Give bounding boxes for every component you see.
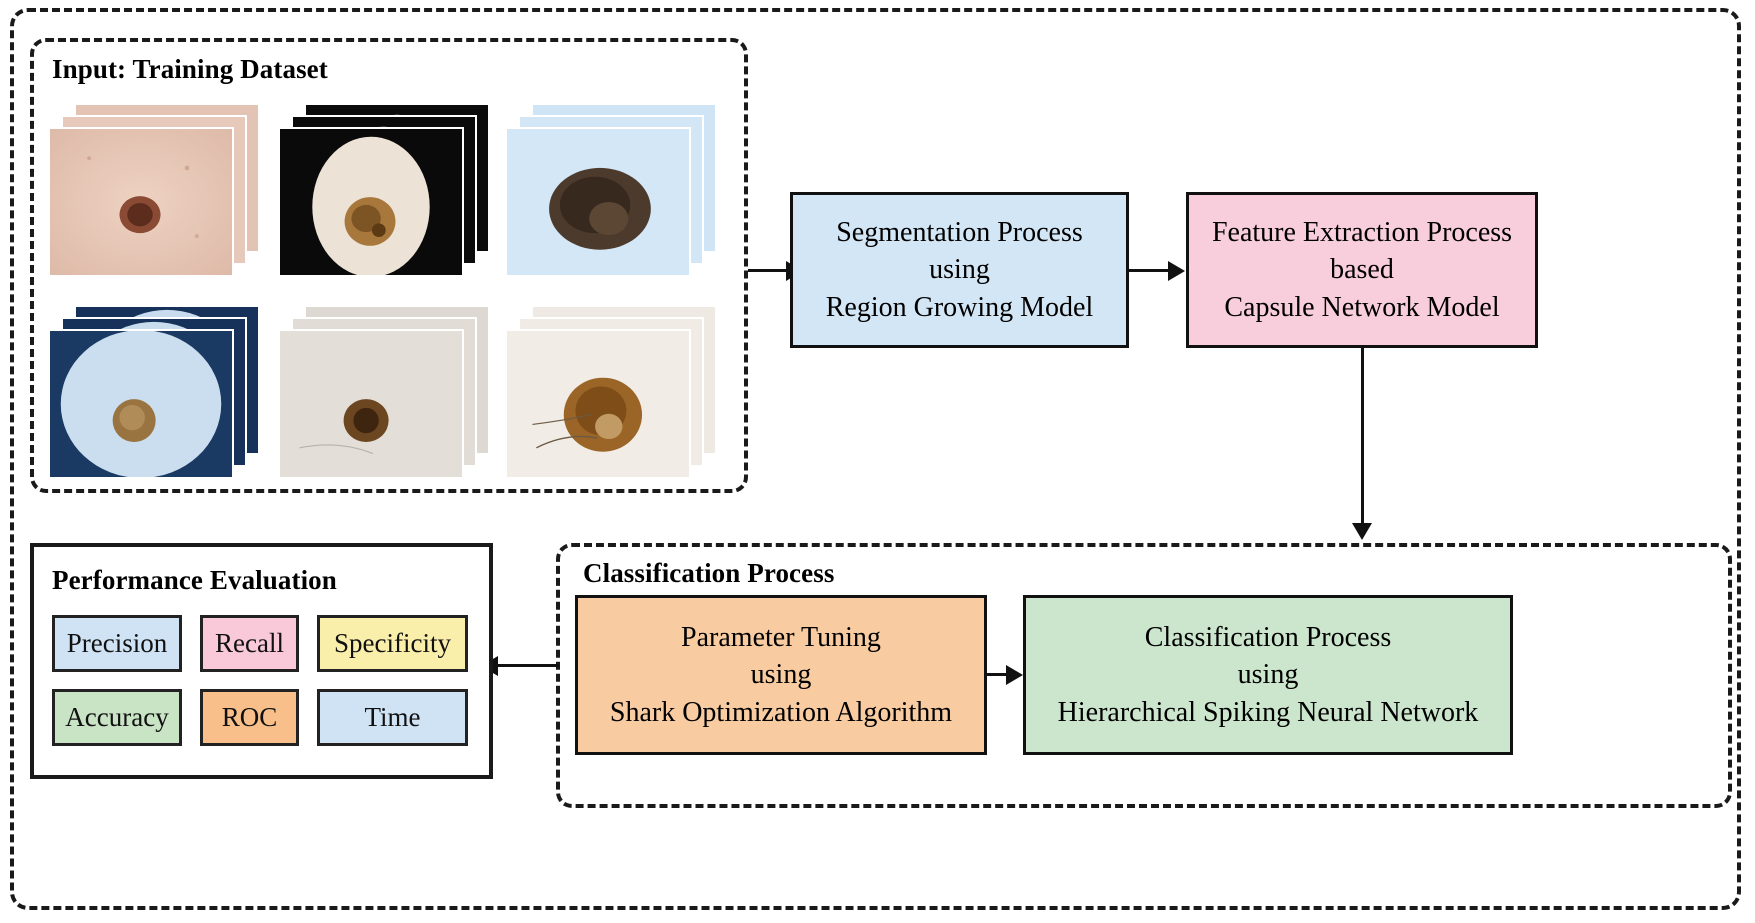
connector-classification-to-performance-line — [497, 664, 559, 667]
classify-line-1: Classification Process — [1144, 621, 1392, 653]
image-stack-2 — [278, 103, 493, 278]
lesion-thumbnail-icon — [507, 331, 689, 477]
connector-tuning-to-classify-arrow — [1006, 665, 1023, 685]
image-sheet-front — [48, 329, 234, 479]
feature-extraction-box[interactable]: Feature Extraction Process based Capsule… — [1186, 192, 1538, 348]
metric-label: Specificity — [334, 628, 451, 658]
image-sheet-front — [505, 329, 691, 479]
segmentation-line-3: Region Growing Model — [825, 291, 1094, 323]
tuning-line-2: using — [750, 659, 812, 691]
classify-line-3: Hierarchical Spiking Neural Network — [1057, 696, 1479, 728]
parameter-tuning-box[interactable]: Parameter Tuning using Shark Optimizatio… — [575, 595, 987, 755]
lesion-thumbnail-icon — [280, 331, 462, 477]
lesion-thumbnail-icon — [280, 129, 462, 275]
tuning-line-3: Shark Optimization Algorithm — [609, 696, 953, 728]
lesion-thumbnail-icon — [507, 129, 689, 275]
image-stack-1 — [48, 103, 263, 278]
metric-label: Time — [364, 702, 421, 732]
connector-segmentation-to-feature-arrow — [1168, 261, 1185, 281]
image-stack-4 — [48, 305, 263, 480]
metric-chip-roc[interactable]: ROC — [200, 689, 299, 746]
input-panel-title: Input: Training Dataset — [52, 54, 328, 84]
image-sheet-front — [505, 127, 691, 277]
connector-segmentation-to-feature-line — [1129, 269, 1171, 272]
lesion-thumbnail-icon — [50, 129, 232, 275]
feature-line-2: based — [1330, 254, 1394, 286]
performance-panel-title: Performance Evaluation — [52, 565, 337, 595]
segmentation-line-2: using — [929, 254, 990, 286]
metric-label: Precision — [66, 628, 168, 658]
metric-chip-specificity[interactable]: Specificity — [317, 615, 468, 672]
feature-line-3: Capsule Network Model — [1224, 291, 1500, 323]
metric-chip-time[interactable]: Time — [317, 689, 468, 746]
metric-chip-precision[interactable]: Precision — [52, 615, 182, 672]
segmentation-process-box[interactable]: Segmentation Process using Region Growin… — [790, 192, 1129, 348]
image-sheet-front — [278, 329, 464, 479]
image-sheet-front — [278, 127, 464, 277]
image-stack-5 — [278, 305, 493, 480]
image-sheet-front — [48, 127, 234, 277]
metric-label: Recall — [215, 628, 284, 658]
image-stack-6 — [505, 305, 720, 480]
metric-label: ROC — [221, 702, 278, 732]
tuning-line-1: Parameter Tuning — [681, 621, 881, 653]
classify-line-2: using — [1237, 659, 1299, 691]
metric-chip-recall[interactable]: Recall — [200, 615, 299, 672]
connector-tuning-to-classify-line — [987, 673, 1009, 676]
metric-label: Accuracy — [65, 702, 169, 732]
metric-chip-accuracy[interactable]: Accuracy — [52, 689, 182, 746]
connector-feature-to-classification-line — [1361, 348, 1364, 526]
connector-input-to-segmentation-line — [748, 269, 789, 272]
feature-line-1: Feature Extraction Process — [1211, 216, 1513, 248]
classification-box[interactable]: Classification Process using Hierarchica… — [1023, 595, 1513, 755]
lesion-thumbnail-icon — [50, 331, 232, 477]
image-stack-3 — [505, 103, 720, 278]
outer-dashed-frame — [10, 8, 1741, 910]
segmentation-line-1: Segmentation Process — [836, 216, 1083, 248]
classification-panel-title: Classification Process — [583, 558, 835, 588]
connector-feature-to-classification-arrow — [1352, 523, 1372, 540]
